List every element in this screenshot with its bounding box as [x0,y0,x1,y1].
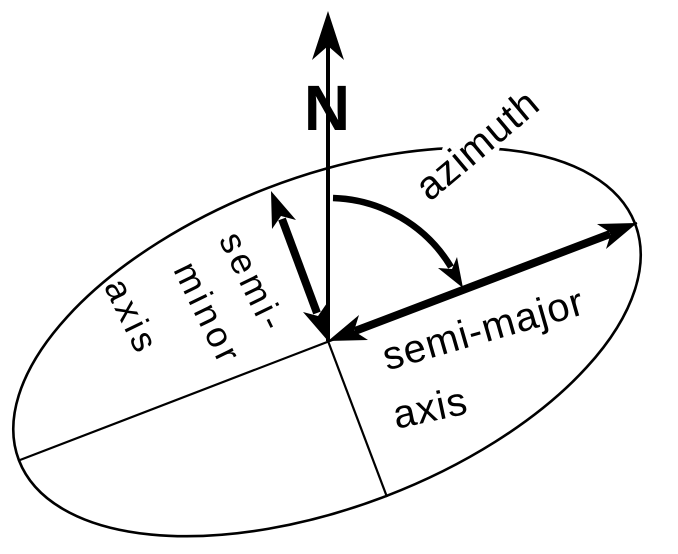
semi-minor-label-line3: axis [96,272,168,362]
north-arrowhead-icon [312,11,344,60]
azimuth-arrowhead-icon [438,257,463,288]
semi-major-label-line2: axis [389,379,472,438]
azimuth-arc [332,194,454,269]
semi-major-arrowhead-inner-icon [328,315,368,341]
semi-minor-arrow-shaft [278,217,321,315]
semi-minor-arrowhead-inner-icon [303,303,328,341]
semi-minor-arrowhead-outer-icon [271,191,296,229]
semi-major-arrow-shaft [353,230,612,335]
north-label: N [304,72,350,144]
minor-axis-line [326,340,389,498]
semi-major-arrowhead-outer-icon [597,223,637,249]
semi-major-label-line1: semi-major [377,280,589,380]
azimuth-label: azimuth [407,81,548,209]
